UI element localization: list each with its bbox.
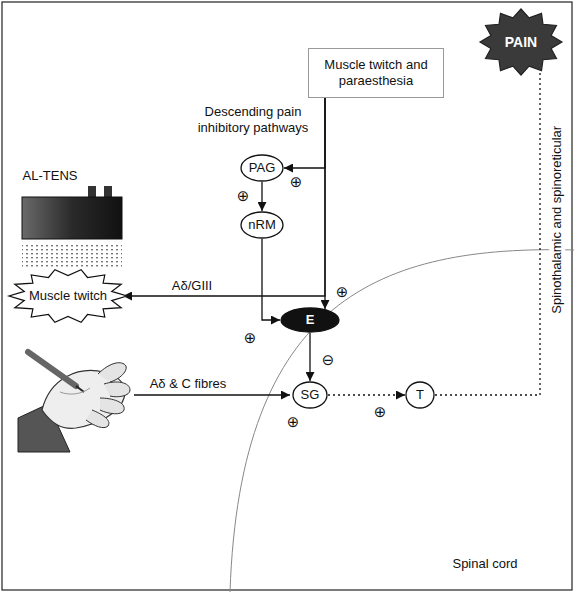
text-block: PAG <box>249 160 276 176</box>
node-text: nRM <box>248 217 275 233</box>
fibre-label: Aδ & C fibres <box>138 376 238 392</box>
text-block: Muscle twitch and paraesthesia <box>323 57 429 88</box>
interneuron-ellipse: E <box>280 307 340 333</box>
excitatory-sign: ⊕ <box>233 186 253 206</box>
excitatory-sign: ⊕ <box>370 402 390 422</box>
excitatory-sign: ⊕ <box>286 172 306 192</box>
nucleus-circle: nRM <box>240 211 284 239</box>
pathway-label: Descending pain inhibitory pathways <box>183 104 323 135</box>
text-block: SG <box>301 387 320 403</box>
neuron-circle: SG <box>292 381 328 409</box>
twitch-burst: Muscle twitch <box>8 268 128 324</box>
excitatory-sign: ⊕ <box>240 328 260 348</box>
node-text: Muscle twitch <box>29 288 107 304</box>
node-text: AL-TENS <box>23 168 78 184</box>
node-text: PAG <box>249 160 276 176</box>
excitatory-sign: ⊕ <box>332 282 352 302</box>
hand-illustration <box>18 352 130 452</box>
node-text: PAIN <box>505 34 537 51</box>
text-block: PAIN <box>505 34 537 51</box>
text-block: Muscle twitch <box>29 288 107 304</box>
spinal-cord-outline <box>230 250 574 592</box>
connector <box>435 68 540 395</box>
node-text: Muscle twitch and paraesthesia <box>323 57 429 88</box>
inhibitory-sign: ⊖ <box>318 350 338 370</box>
connector <box>309 333 310 381</box>
device-label: AL-TENS <box>18 167 82 185</box>
region-label: Spinal cord <box>430 556 540 572</box>
text-block: E <box>306 312 315 328</box>
tens-device <box>22 186 122 267</box>
neuron-circle: T <box>405 381 435 409</box>
connector <box>261 182 262 211</box>
connector <box>262 239 280 320</box>
excitatory-sign: ⊕ <box>283 412 303 432</box>
node-text: SG <box>301 387 320 403</box>
text-block: nRM <box>248 217 275 233</box>
edge-label: Aδ/GIII <box>160 278 224 294</box>
pain-burst: PAIN <box>479 8 563 76</box>
node-text: E <box>306 312 315 328</box>
process-box: Muscle twitch and paraesthesia <box>308 48 444 98</box>
nucleus-circle: PAG <box>240 154 284 182</box>
text-block: T <box>416 387 424 403</box>
tract-label: Spinothalamic and spinoreticular <box>549 120 565 320</box>
text-block: AL-TENS <box>23 168 78 184</box>
connector <box>328 394 405 395</box>
afferent-line <box>134 394 290 395</box>
node-text: T <box>416 387 424 403</box>
connector <box>123 98 325 296</box>
